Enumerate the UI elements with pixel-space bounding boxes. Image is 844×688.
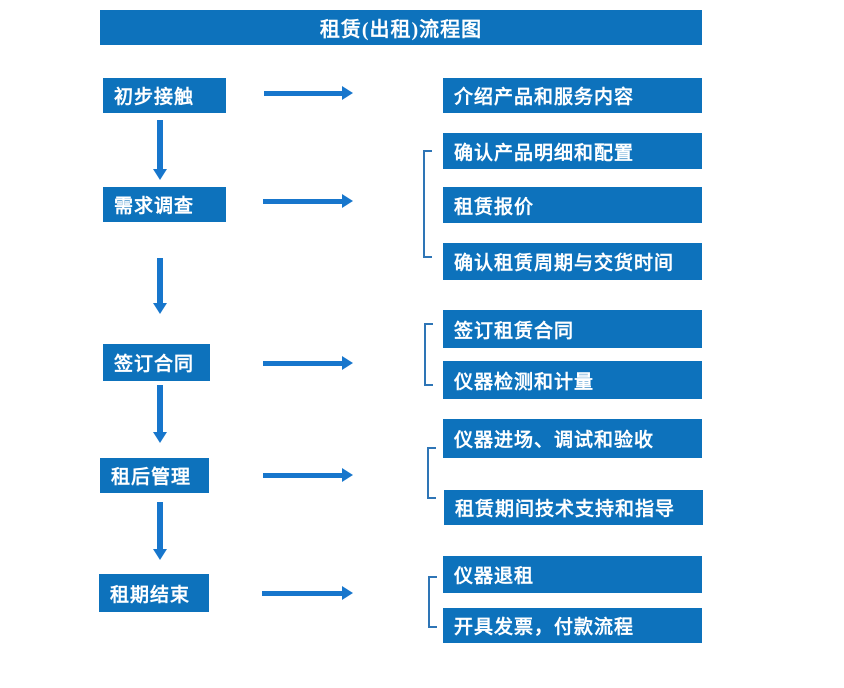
right-arrow-head (342, 86, 353, 100)
right-arrow-head (342, 586, 353, 600)
down-arrow-head (153, 303, 167, 314)
group-bracket-sign-contract (424, 323, 433, 386)
down-arrow-head (153, 549, 167, 560)
output-box-sign-rental-contract: 签订租赁合同 (443, 310, 702, 348)
down-arrow-1 (153, 120, 167, 180)
right-arrow-3 (263, 356, 353, 370)
group-bracket-rental-end (428, 576, 437, 628)
down-arrow-3 (153, 385, 167, 443)
output-box-instrument-entry-acceptance: 仪器进场、调试和验收 (443, 419, 702, 458)
right-arrow-shaft (263, 472, 342, 478)
right-arrow-1 (264, 86, 353, 100)
down-arrow-2 (153, 258, 167, 314)
right-arrow-5 (262, 586, 353, 600)
right-arrow-shaft (262, 590, 342, 596)
right-arrow-shaft (263, 360, 342, 366)
output-box-confirm-product-details: 确认产品明细和配置 (443, 133, 702, 169)
output-box-rental-quotation: 租赁报价 (443, 187, 702, 223)
right-arrow-head (342, 194, 353, 208)
group-bracket-demand-survey (423, 150, 432, 258)
down-arrow-head (153, 169, 167, 180)
output-box-invoice-payment: 开具发票，付款流程 (443, 608, 702, 643)
right-arrow-shaft (264, 90, 342, 96)
down-arrow-shaft (157, 258, 163, 303)
down-arrow-shaft (157, 385, 163, 432)
right-arrow-4 (263, 468, 353, 482)
group-bracket-post-rental (427, 447, 436, 499)
right-arrow-2 (263, 194, 353, 208)
down-arrow-shaft (157, 502, 163, 549)
stage-box-post-rental-management: 租后管理 (100, 458, 209, 493)
stage-box-rental-end: 租期结束 (99, 574, 209, 612)
output-box-introduce-products: 介绍产品和服务内容 (443, 78, 702, 113)
output-box-confirm-rental-period: 确认租赁周期与交货时间 (443, 243, 702, 280)
output-box-technical-support: 租赁期间技术支持和指导 (444, 490, 703, 525)
down-arrow-head (153, 432, 167, 443)
stage-box-initial-contact: 初步接触 (103, 78, 226, 113)
down-arrow-shaft (157, 120, 163, 169)
right-arrow-head (342, 468, 353, 482)
down-arrow-4 (153, 502, 167, 560)
right-arrow-head (342, 356, 353, 370)
flowchart-title: 租赁(出租)流程图 (100, 10, 702, 45)
stage-box-sign-contract: 签订合同 (103, 344, 210, 381)
stage-box-demand-survey: 需求调查 (103, 187, 226, 222)
output-box-instrument-testing: 仪器检测和计量 (443, 361, 702, 399)
right-arrow-shaft (263, 198, 342, 204)
output-box-instrument-return: 仪器退租 (443, 556, 702, 593)
